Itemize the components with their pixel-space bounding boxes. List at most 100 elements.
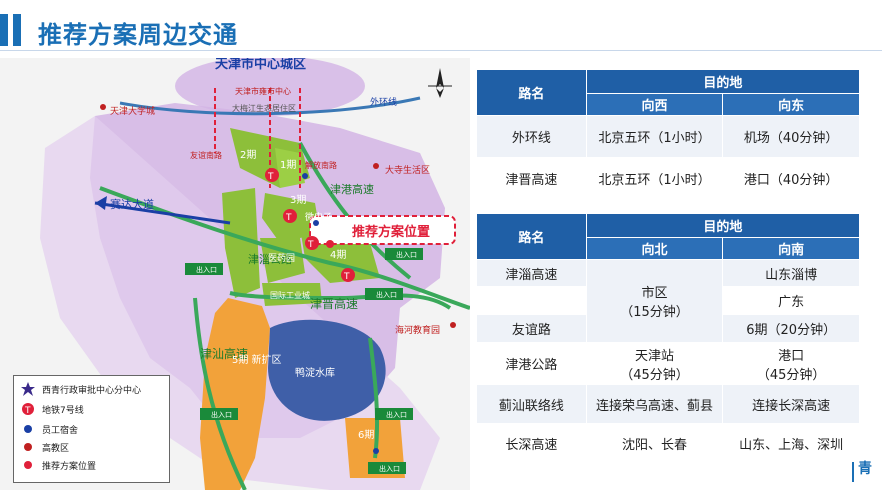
metro-icon: T	[305, 236, 319, 250]
phase1-label: 1期	[280, 159, 296, 171]
jinshan-expressway-line	[193, 297, 247, 490]
ningjing-road	[368, 337, 380, 459]
destination-header: 目的地	[585, 213, 861, 238]
destination-cell: 沈阳、长春	[585, 423, 724, 464]
pharma-park-zone	[260, 238, 305, 283]
table-row: 津淄高速 市区 （15分钟） 山东淄博	[476, 259, 860, 343]
exit-marker: 出入口	[200, 408, 238, 420]
microelectronics-label: 微电子	[305, 211, 332, 223]
dorm-dot-icon	[313, 220, 319, 226]
destination-header: 目的地	[585, 69, 861, 94]
route-cell: 长深高速	[476, 423, 587, 464]
svg-text:出入口: 出入口	[396, 250, 417, 259]
route-cell	[476, 286, 587, 315]
route-cell: 外环线	[476, 115, 587, 158]
destination-cell: 6期（20分钟）	[722, 314, 860, 343]
svg-text:T: T	[307, 240, 314, 250]
route-cell: 津晋高速	[476, 157, 587, 200]
jinjing-expressway-line	[229, 291, 452, 310]
university-dot-icon	[450, 322, 456, 328]
saida-arrow-head	[95, 196, 107, 210]
table-row: 蓟汕联络线 连接荣乌高速、蓟县 连接长深高速	[476, 384, 860, 424]
direction-header: 向西	[585, 93, 724, 116]
north-south-traffic-table: 路名 目的地 向北 向南 津淄高速 市区 （15分钟） 山东淄博 广东 友谊路 …	[476, 213, 861, 464]
phase2-label: 2期	[240, 149, 256, 161]
legend-item: 西青行政审批中心分中心	[20, 382, 141, 396]
route-cell: 津港公路	[476, 342, 587, 385]
exit-marker: 出入口	[385, 248, 423, 260]
pharma-park-label: 医药园	[268, 253, 295, 264]
university-dot-icon	[373, 163, 379, 169]
svg-text:出入口: 出入口	[376, 290, 397, 299]
city-center-label: 天津市中心城区	[215, 58, 306, 72]
govt-center-label: 天津市雍市中心	[235, 86, 291, 96]
phase5-label: 5期 新扩区	[232, 353, 282, 366]
destination-cell: 天津站 （45分钟）	[585, 342, 724, 385]
destination-cell: 山东、上海、深圳	[722, 423, 860, 464]
metro-icon: T	[20, 402, 36, 416]
route-header: 路名	[476, 213, 587, 260]
destination-line: 天津站	[635, 348, 675, 364]
saida-avenue-arrow	[94, 201, 231, 225]
university-dot-icon	[100, 104, 106, 110]
destination-line: 市区	[641, 286, 668, 301]
destination-cell: 连接长深高速	[722, 384, 860, 424]
destination-cell: 北京五环（1小时）	[585, 157, 724, 200]
university-city-label: 天津大学城	[110, 105, 155, 117]
east-west-traffic-table: 路名 目的地 向西 向东 外环线 北京五环（1小时） 机场（40分钟） 津晋高速…	[476, 69, 861, 200]
red-dot-icon	[20, 440, 36, 454]
svg-text:T: T	[267, 172, 274, 182]
destination-line: （15分钟）	[620, 305, 689, 320]
table-row: 津港公路 天津站 （45分钟） 港口 （45分钟）	[476, 342, 860, 385]
reservoir-zone	[268, 319, 386, 421]
destination-line: （45分钟）	[756, 367, 826, 383]
exit-marker: 出入口	[185, 263, 223, 275]
destination-cell: 山东淄博	[722, 259, 860, 287]
jinjing-expressway-label: 津晋高速	[310, 296, 358, 311]
city-center-zone	[175, 58, 365, 116]
saida-avenue-label: 赛达大道	[110, 197, 154, 211]
destination-line: 港口	[778, 348, 805, 364]
legend-label: 地铁7号线	[42, 405, 84, 416]
phase1-zone	[275, 148, 305, 188]
youyi-road-label: 友谊南路	[190, 150, 222, 160]
metro-icon: T	[341, 268, 355, 282]
svg-text:T: T	[343, 272, 350, 282]
legend-item: T 地铁7号线	[20, 402, 84, 416]
outer-ring-road	[119, 96, 421, 116]
intl-industry-label: 国际工业城	[270, 290, 310, 300]
destination-line: （45分钟）	[620, 367, 689, 383]
table-row: 外环线 北京五环（1小时） 机场（40分钟）	[476, 115, 860, 158]
exit-marker: 出入口	[365, 288, 403, 300]
route-header: 路名	[476, 69, 587, 116]
direction-header: 向南	[722, 237, 860, 260]
outer-ring-label: 外环线	[370, 96, 397, 108]
dasi-town-label: 大寺生活区	[385, 164, 430, 176]
destination-cell: 北京五环（1小时）	[585, 115, 724, 158]
phase4-label: 4期	[330, 249, 346, 261]
jinzi-road-label: 津淄公路	[248, 253, 292, 266]
phase6-label: 6期	[358, 429, 374, 441]
title-accent-bar	[13, 14, 21, 46]
destination-cell: 连接荣乌高速、蓟县	[585, 384, 724, 424]
direction-header: 向北	[585, 237, 724, 260]
haihe-park-label: 海河教育园	[395, 324, 440, 336]
route-cell: 津淄高速	[476, 259, 587, 287]
destination-cell: 市区 （15分钟）	[585, 259, 724, 343]
phase5-zone	[200, 298, 270, 490]
legend-label: 员工宿舍	[42, 425, 79, 436]
dorm-dot-icon	[373, 448, 379, 454]
svg-text:出入口: 出入口	[211, 410, 232, 419]
table-row: 长深高速 沈阳、长春 山东、上海、深圳	[476, 423, 860, 464]
title-accent-bar	[0, 14, 8, 46]
recommended-location-box	[309, 215, 456, 245]
reservoir-label: 鸭淀水库	[295, 366, 335, 379]
jingang-road-label: 津港高速	[330, 182, 374, 196]
destination-cell: 港口 （45分钟）	[722, 342, 860, 385]
table-row: 广东	[476, 286, 860, 315]
star-icon	[20, 382, 36, 396]
legend-label: 高教区	[42, 443, 70, 454]
jiefang-road-label: 解放南路	[305, 160, 337, 170]
svg-text:T: T	[24, 406, 31, 416]
dorm-dot-icon	[302, 173, 308, 179]
